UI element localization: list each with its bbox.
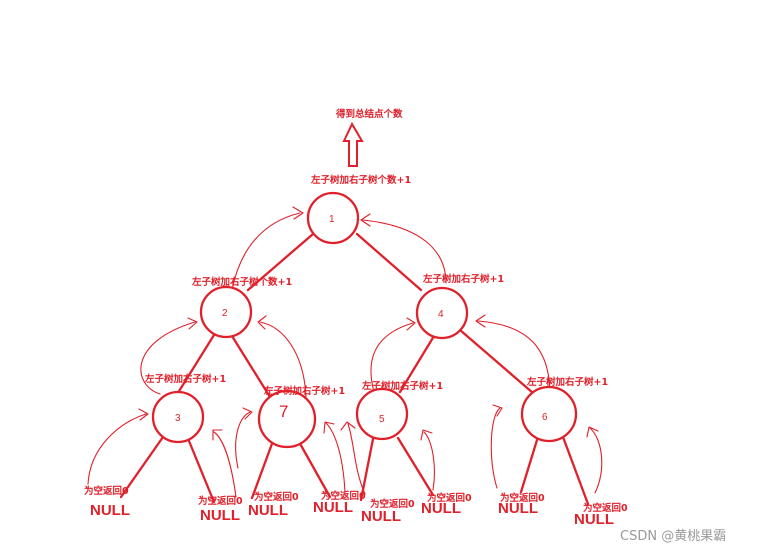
node-value: 7 [279,402,288,421]
tree-edges [119,232,590,506]
null-return-label: 为空返回0 [583,502,628,514]
node-1-label: 左子树加右子树个数+1 [310,174,411,186]
edge-6-null-right [561,435,590,506]
node-7: 7 [257,389,317,449]
arrow-head-icon [586,426,599,438]
edge-4-6 [458,328,535,395]
return-arrow-6-to-4 [477,320,551,396]
return-arrow-null-to-6-right [589,427,603,494]
return-arrow-5-to-4 [370,322,414,393]
null-return-label: 为空返回0 [370,498,415,510]
node-6-label: 左子树加右子树+1 [526,376,608,388]
node-value: 5 [379,414,385,425]
edge-4-5 [398,334,436,394]
edge-5-null-right [396,436,435,497]
null-return-label: 为空返回0 [500,492,545,504]
return-arrow-null-to-7-right [325,422,346,493]
null-leaf: NULL [200,507,240,524]
return-arrows [87,206,603,498]
node-7-label: 左子树加右子树+1 [263,385,345,397]
null-leaf: NULL [421,500,461,517]
arrow-head-icon [323,421,335,434]
node-2: 2 [199,285,253,339]
return-arrow-null-to-3-left [87,413,147,485]
node-value: 4 [438,309,444,320]
watermark: CSDN @黄桃果霸 [620,529,726,544]
edge-3-null-right [187,439,216,504]
return-arrow-null-to-5-left [347,423,366,495]
null-leaf: NULL [361,508,401,525]
node-4-label: 左子树加右子树+1 [422,273,504,285]
null-leaf: NULL [574,511,614,528]
edge-2-7 [230,334,272,399]
arrow-head-icon [492,404,503,417]
return-arrow-3-to-2 [140,321,196,395]
edge-7-null-right [296,438,332,499]
return-arrow-null-to-6-left [490,407,501,489]
null-return-label: 为空返回0 [427,492,472,504]
node-1: 1 [306,191,360,245]
return-arrow-null-to-3-right [213,431,237,498]
node-6: 6 [520,385,578,443]
return-arrow-4-to-1 [362,219,447,284]
edge-2-3 [174,333,216,398]
up-arrow-icon [342,121,364,167]
arrow-head-icon [187,317,198,330]
node-4: 4 [415,286,469,340]
arrow-head-icon [340,421,356,431]
return-arrow-2-to-1 [231,212,301,291]
return-arrow-7-to-2 [259,321,307,398]
null-return-label: 为空返回0 [321,490,366,502]
node-value: 6 [542,412,548,423]
edge-7-null-left [250,439,275,500]
node-3: 3 [151,390,205,444]
arrow-head-icon [257,315,267,330]
arrow-head-icon [475,314,486,328]
edge-1-4 [355,232,423,292]
arrow-head-icon [242,407,253,420]
node-value: 3 [175,413,181,424]
null-return-label: 为空返回0 [84,485,129,497]
return-arrow-null-to-7-left [235,411,251,469]
null-leaf: NULL [248,502,288,519]
edge-3-null-left [119,435,165,499]
node-value: 2 [222,308,228,319]
arrow-head-icon [292,206,304,220]
null-return-label: 为空返回0 [198,495,243,507]
arrow-head-icon [360,213,371,227]
node-5-label: 左子树加右子树+1 [361,380,443,392]
arrow-head-icon [138,408,149,421]
null-leaf: NULL [90,502,130,519]
node-2-label: 左子树加右子树个数+1 [191,276,292,288]
node-3-label: 左子树加右子树+1 [144,373,226,385]
edge-1-2 [246,232,315,292]
arrow-head-icon [420,429,433,441]
null-leaf: NULL [313,499,353,516]
arrow-head-icon [212,429,223,441]
result-label: 得到总结点个数 [335,108,403,120]
arrow-head-icon [406,317,416,331]
null-return-label: 为空返回0 [254,491,299,503]
node-value: 1 [329,214,335,225]
node-5: 5 [355,387,409,441]
null-leaf: NULL [498,500,538,517]
return-arrow-null-to-5-right [423,431,435,491]
edge-6-null-left [519,438,539,494]
